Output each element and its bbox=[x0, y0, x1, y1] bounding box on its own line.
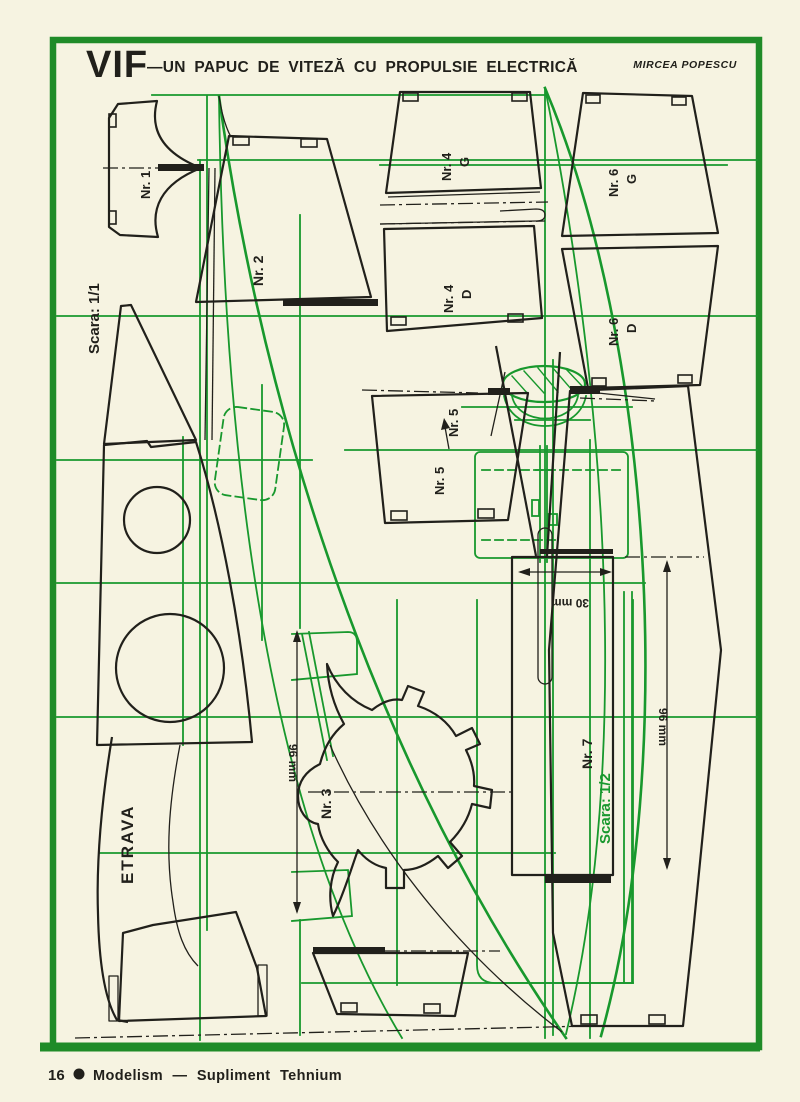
part-nr3-gear-outline bbox=[296, 662, 494, 918]
label-scale-main: Scara: 1/1 bbox=[86, 283, 103, 354]
label-nr3: Nr. 3 bbox=[318, 788, 334, 819]
label-nr4g: Nr. 4 bbox=[439, 152, 454, 181]
footer-page-number: 16 bbox=[48, 1067, 65, 1084]
label-nr5-upper: Nr. 5 bbox=[446, 409, 461, 437]
green-construction-lines bbox=[56, 86, 758, 1041]
hull-sheer-curve-right bbox=[543, 86, 647, 1038]
label-nr6g-side: G bbox=[624, 174, 639, 184]
dimension-96mm-left: 96 mm bbox=[286, 744, 300, 782]
label-nr4d: Nr. 4 bbox=[441, 284, 456, 313]
part-nr4d-outline bbox=[382, 224, 544, 333]
part-side-panel-outline bbox=[547, 384, 723, 1028]
dimensions: 30 mm 96 mm 96 mm bbox=[286, 418, 671, 914]
hull-sheer-curve-left bbox=[217, 94, 568, 1040]
page-subtitle: —UN PAPUC DE VITEZĂ CU PROPULSIE ELECTRI… bbox=[147, 59, 578, 76]
label-nr5-lower: Nr. 5 bbox=[432, 467, 447, 495]
label-nr7: Nr. 7 bbox=[579, 738, 595, 769]
label-nr6d-side: D bbox=[624, 324, 639, 333]
label-nr4d-side: D bbox=[459, 290, 474, 299]
part-bow-outline bbox=[102, 303, 198, 446]
part-labels: Scara: 1/1 Nr. 1 Nr. 2 Nr. 4 G Nr. 4 D N… bbox=[86, 152, 639, 884]
label-nr6d: Nr. 6 bbox=[606, 318, 621, 346]
dimension-96mm-right: 96 mm bbox=[656, 708, 670, 746]
lightening-hole-small bbox=[122, 485, 192, 555]
label-nr1: Nr. 1 bbox=[138, 171, 153, 199]
label-scale-part7: Scara: 1/2 bbox=[597, 773, 614, 844]
label-nr4g-side: G bbox=[457, 157, 472, 167]
dimension-30mm: 30 mm bbox=[551, 596, 589, 610]
part-nr6d-outline bbox=[560, 244, 720, 390]
part-outlines bbox=[95, 90, 723, 1033]
part-hull-side-outline bbox=[95, 439, 254, 747]
hatch-opening-dashed bbox=[213, 406, 286, 502]
lightening-hole-large bbox=[114, 612, 226, 724]
title-block: VIF —UN PAPUC DE VITEZĂ CU PROPULSIE ELE… bbox=[86, 44, 737, 86]
part-nr6g-outline bbox=[560, 91, 720, 238]
label-nr6g: Nr. 6 bbox=[606, 169, 621, 197]
label-nr2: Nr. 2 bbox=[250, 255, 266, 286]
part-nr4g-outline bbox=[384, 90, 543, 195]
page-footer: 16 Modelism — Supliment Tehnium bbox=[48, 1067, 342, 1084]
footer-magazine-line: Modelism — Supliment Tehnium bbox=[93, 1068, 342, 1084]
label-etrava: ETRAVA bbox=[118, 805, 137, 884]
page-title: VIF bbox=[86, 44, 148, 86]
page-frame bbox=[40, 36, 763, 1052]
part-bottom-trapezoid-outline bbox=[311, 951, 470, 1018]
part-nr2-deck-outline bbox=[194, 134, 373, 304]
cockpit-plan-outline bbox=[476, 599, 634, 984]
author-name: MIRCEA POPESCU bbox=[633, 59, 737, 71]
part-nr7-outline bbox=[510, 555, 615, 877]
footer-bullet-icon bbox=[73, 1068, 85, 1080]
part-nr5-outline bbox=[370, 391, 530, 525]
